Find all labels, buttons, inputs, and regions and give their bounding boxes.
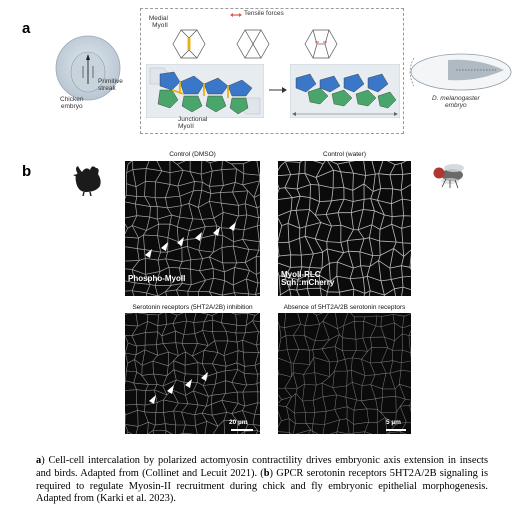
drosophila-embryo-diagram (409, 53, 512, 91)
chicken-embryo-diagram (55, 35, 121, 101)
caption-letter-a: a (36, 455, 42, 466)
fly-icon (433, 164, 464, 189)
figure-caption: a) Cell-cell intercalation by polarized … (36, 455, 488, 506)
micrograph-fly-absence: 5 µm (278, 313, 411, 434)
micrograph-fly-absence-image (278, 313, 411, 434)
chicken-icon (73, 166, 101, 196)
micrograph-fly-control-image (278, 161, 411, 296)
transition-arrow-icon (269, 87, 287, 93)
panel-a-frame (140, 8, 404, 134)
medial-myoii-label: Medial MyoII (148, 15, 168, 29)
tensile-force-arrow-icon (230, 13, 242, 17)
micrograph-chick-inhibition: 20 µm (125, 313, 260, 434)
micrograph-chick-control-image (125, 161, 260, 296)
micrograph-chick-control: Phospho-MyoII (125, 161, 260, 296)
scale-bar-5um: 5 µm (386, 419, 401, 426)
label-phospho-myoii: Phospho-MyoII (128, 274, 186, 283)
cell-junction-mesh (278, 313, 411, 434)
title-absence-receptors: Absence of 5HT2A/2B serotonin receptors (283, 304, 406, 311)
micrograph-fly-control: MyoII-RLC Sqh::mCherry (278, 161, 411, 296)
cell-junction-mesh (125, 161, 260, 296)
scale-bar-20um-line (231, 429, 253, 431)
label-myoii-rlc-line1: MyoII-RLC (281, 270, 321, 279)
tissue-after-diagram (290, 64, 400, 118)
title-control-water: Control (water) (323, 151, 366, 158)
label-myoii-rlc-line2: Sqh::mCherry (281, 278, 335, 288)
caption-text-b: ) GPCR serotonin receptors 5HT2A/2B sign… (36, 467, 488, 505)
micrograph-chick-inhibition-image (125, 313, 260, 434)
title-control-dmso: Control (DMSO) (169, 151, 216, 158)
t1-transition-diagram (172, 29, 338, 59)
tensile-forces-legend: Tensile forces (244, 10, 284, 17)
panel-a-letter: a (22, 20, 31, 37)
label-myoii-rlc: MyoII-RLC Sqh::mCherry (281, 270, 335, 288)
arrowheads-bottom (149, 372, 208, 404)
title-serotonin-inhibition: Serotonin receptors (5HT2A/2B) inhibitio… (132, 304, 253, 311)
cell-junction-mesh (278, 161, 411, 296)
primitive-streak-label: Primitive streak (98, 78, 123, 92)
caption-text-a: ) Cell-cell intercalation by polarized a… (36, 455, 488, 479)
scale-bar-20um: 20 µm (229, 419, 248, 426)
chicken-embryo-label: Chicken embryo (60, 96, 84, 110)
drosophila-embryo-label: D. melanogaster embryo (432, 95, 480, 109)
junctional-myoii-label: Junctional MyoII (178, 116, 208, 130)
caption-letter-b: b (263, 467, 270, 479)
cell-junction-mesh (125, 313, 260, 434)
tissue-before-diagram (146, 64, 264, 118)
arrowheads-top (145, 222, 236, 258)
scale-bar-5um-line (386, 429, 406, 431)
panel-b-letter: b (22, 163, 32, 180)
